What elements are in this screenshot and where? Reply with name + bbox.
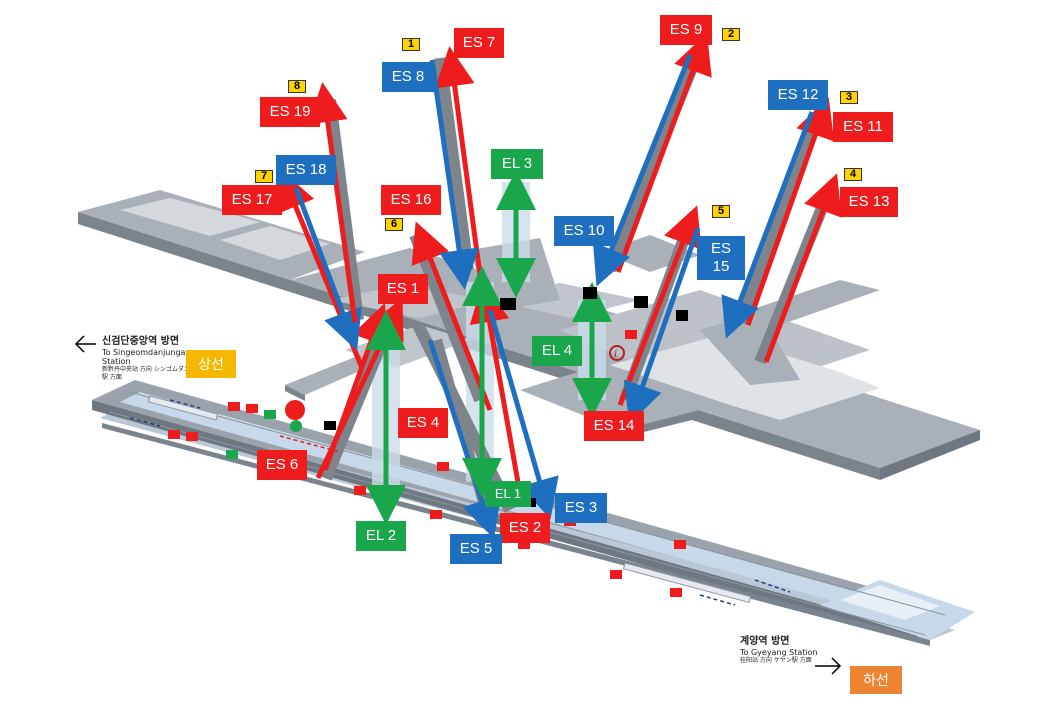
gate-icon — [500, 298, 516, 310]
gate-icon — [324, 421, 336, 430]
exit-2-badge: 2 — [722, 28, 740, 41]
fire-extinguisher-icon — [168, 430, 180, 439]
fire-extinguisher-icon — [430, 510, 442, 519]
fire-extinguisher-icon — [246, 404, 258, 413]
es10-label: ES 10 — [554, 216, 614, 246]
es13-label: ES 13 — [840, 187, 898, 217]
es17-label: ES 17 — [222, 185, 282, 215]
meeting-point-icon — [285, 400, 305, 420]
down-line-tag: 하선 — [850, 666, 902, 694]
es10-arrow — [592, 54, 693, 287]
el2-label: EL 2 — [356, 521, 406, 551]
down-line-direction-arrow — [815, 657, 842, 675]
down-line-heading-ko: 계양역 방면 — [740, 636, 790, 647]
escalator-arrows — [277, 33, 842, 540]
fire-extinguisher-icon — [186, 432, 198, 441]
es4-label: ES 4 — [398, 408, 448, 438]
es9-arrow — [615, 33, 712, 273]
fire-extinguisher-icon — [518, 540, 530, 549]
exit-4-badge: 4 — [844, 168, 862, 181]
up-line-heading-en: To Singeomdanjungang Station — [102, 348, 196, 366]
up-line-direction-arrow — [74, 335, 96, 353]
exit-8-badge: 8 — [288, 80, 306, 93]
up-line-heading: 신검단중앙역 방면 To Singeomdanjungang Station 新… — [102, 336, 222, 382]
es12-arrow — [721, 111, 815, 339]
exit-7-badge: 7 — [255, 170, 273, 183]
down-line-heading-cn-jp: 桂阳站 方向 ケヤン駅 方面 — [740, 657, 812, 664]
es18-arrow — [293, 187, 362, 351]
exit-3-badge: 3 — [840, 91, 858, 104]
down-line-heading-en: To Gyeyang Station — [740, 648, 818, 657]
elevator-sign-icon — [583, 287, 597, 299]
fire-extinguisher-icon — [437, 462, 449, 471]
es6-label: ES 6 — [257, 450, 307, 480]
fire-extinguisher-icon — [674, 540, 686, 549]
es19-arrow — [307, 82, 358, 323]
es8-label: ES 8 — [382, 62, 434, 92]
emergency-exit-icon — [226, 450, 238, 459]
elevator-arrows — [366, 170, 612, 525]
es15-label: ES 15 — [697, 236, 745, 280]
es9-label: ES 9 — [660, 15, 712, 45]
fire-extinguisher-icon — [610, 570, 622, 579]
toilet-icon — [634, 296, 648, 308]
es8-arrow — [429, 59, 479, 290]
exit-5-badge: 5 — [712, 205, 730, 218]
es7-label: ES 7 — [454, 28, 504, 58]
es11-arrow — [745, 97, 835, 326]
el4-label: EL 4 — [532, 336, 582, 366]
es16-label: ES 16 — [381, 185, 441, 215]
es15-arrow — [623, 227, 701, 424]
es1-label: ES 1 — [378, 274, 428, 304]
es13-arrow — [763, 173, 842, 363]
exit-1-badge: 1 — [402, 38, 420, 51]
es18-label: ES 18 — [276, 155, 336, 185]
fire-extinguisher-icon — [228, 402, 240, 411]
es5-label: ES 5 — [450, 534, 502, 564]
up-line-heading-ko: 신검단중앙역 방면 — [102, 336, 180, 347]
fire-extinguisher-icon — [670, 588, 682, 597]
fire-extinguisher-icon — [625, 330, 637, 339]
down-line-heading: 계양역 방면 To Gyeyang Station 桂阳站 方向 ケヤン駅 方面 — [740, 636, 860, 665]
es14-label: ES 14 — [584, 411, 644, 441]
direction-arrows — [74, 335, 842, 675]
es3-label: ES 3 — [555, 493, 607, 523]
svg-text:i: i — [614, 349, 617, 360]
es7-arrow — [434, 46, 483, 276]
el3-label: EL 3 — [491, 149, 543, 179]
restroom-icon — [676, 310, 688, 321]
es12-label: ES 12 — [768, 80, 828, 110]
up-line-heading-cn-jp: 新黔丹中央站 方向 シンゴムダンジュンアン駅 方面 — [102, 366, 220, 381]
el1-label: EL 1 — [485, 481, 531, 507]
es11-label: ES 11 — [833, 112, 893, 142]
up-line-tag: 상선 — [186, 350, 236, 378]
es19-label: ES 19 — [260, 97, 320, 127]
es2-label: ES 2 — [500, 513, 550, 543]
information-icon — [609, 345, 625, 361]
emergency-exit-icon — [264, 410, 276, 419]
wheelchair-icon — [290, 420, 302, 432]
exit-6-badge: 6 — [385, 218, 403, 231]
fire-extinguisher-icon — [354, 486, 366, 495]
es14-arrow — [617, 205, 702, 406]
